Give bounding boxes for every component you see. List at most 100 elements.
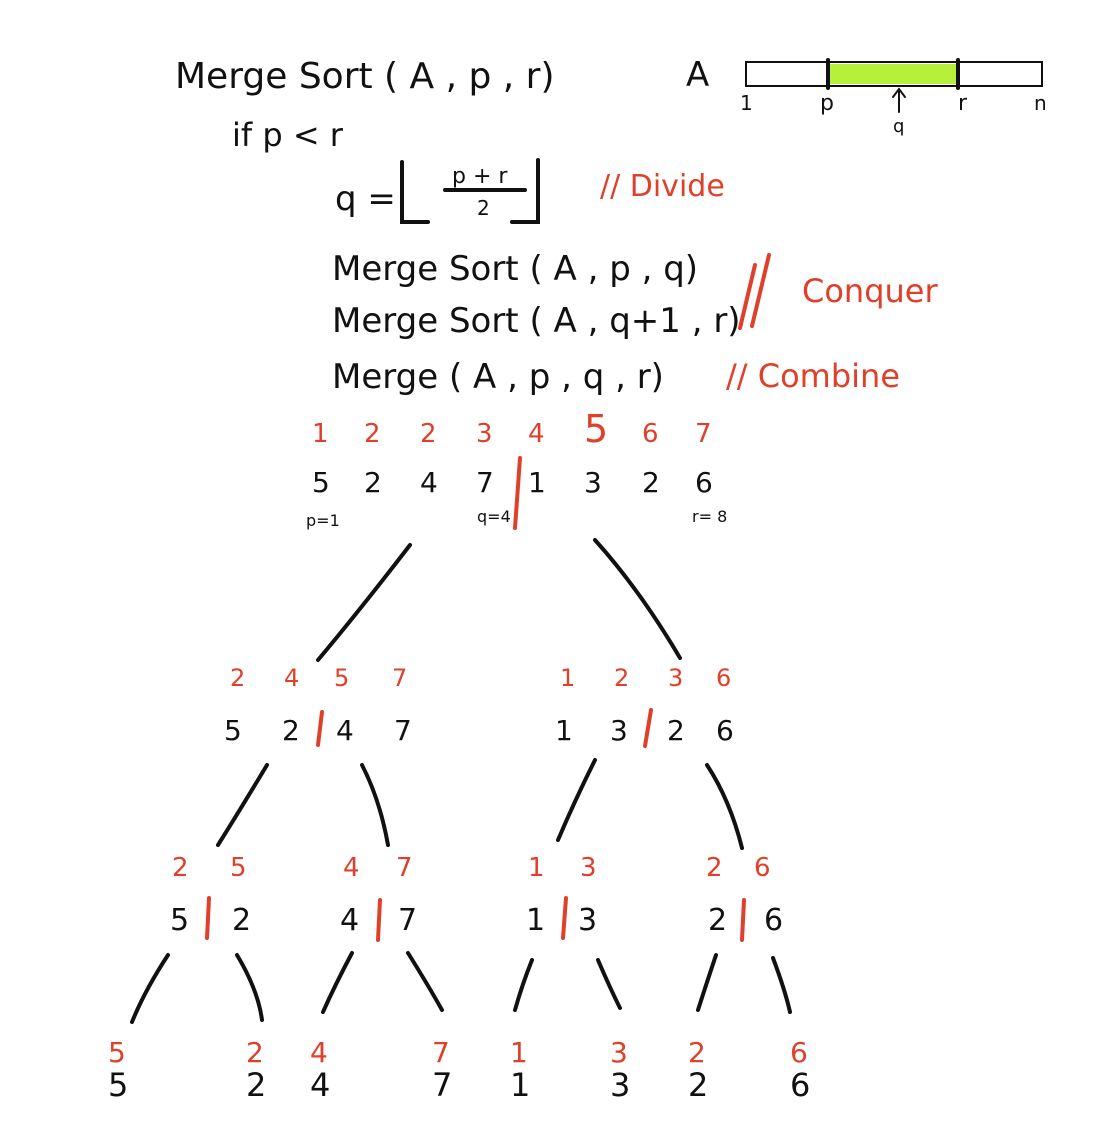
level1-sorted-value: 1 <box>560 664 575 692</box>
comment-divide: // Divide <box>600 169 725 204</box>
branch-root-right <box>593 538 682 660</box>
level1-sorted-value: 2 <box>614 664 629 692</box>
level1-sorted-value: 2 <box>230 664 245 692</box>
branch-l2-2a <box>321 951 354 1014</box>
level1-left-value: 1 <box>555 714 573 747</box>
root-sorted-value: 3 <box>476 419 493 449</box>
arrow-up-icon <box>892 87 906 113</box>
level1-sorted-value: 5 <box>334 664 349 692</box>
root-input-value: 7 <box>476 466 494 499</box>
array-highlight <box>828 64 958 84</box>
leaf-value: 2 <box>688 1066 708 1104</box>
level2-split-3 <box>561 896 568 940</box>
code-line-mergesort-header: Merge Sort ( A , p , r) <box>175 56 555 97</box>
branch-l2-3b <box>596 958 622 1010</box>
array-label-q: q <box>893 116 904 137</box>
leaf-value: 3 <box>610 1066 630 1104</box>
array-label-n: n <box>1034 91 1047 115</box>
level2-split-2 <box>376 898 382 942</box>
level1-right-value: 2 <box>667 714 685 747</box>
level1-left-value: 5 <box>224 714 242 747</box>
leaf-sorted-value: 4 <box>310 1036 328 1069</box>
branch-l1-left-a <box>216 763 269 847</box>
level2-sorted-value: 5 <box>230 853 247 883</box>
leaf-sorted-value: 6 <box>790 1036 808 1069</box>
level2-sorted-value: 3 <box>580 853 597 883</box>
leaf-sorted-value: 7 <box>432 1036 450 1069</box>
level2-sorted-value: 2 <box>706 853 723 883</box>
leaf-value: 4 <box>310 1066 330 1104</box>
code-line-q-lhs: q = <box>335 179 396 219</box>
root-input-value: 4 <box>420 466 438 499</box>
root-sorted-value: 2 <box>364 419 381 449</box>
branch-l2-4b <box>771 956 792 1014</box>
level2-left-value: 2 <box>708 903 727 938</box>
root-sorted-value: 7 <box>695 419 712 449</box>
level2-sorted-value: 2 <box>172 853 189 883</box>
level2-left-value: 4 <box>340 903 359 938</box>
level2-sorted-value: 6 <box>754 853 771 883</box>
branch-l2-3a <box>513 958 534 1012</box>
floor-bracket-left <box>400 160 430 224</box>
branch-l1-right-a <box>556 758 597 842</box>
code-line-merge: Merge ( A , p , q , r) <box>332 357 664 397</box>
code-line-q-numerator: p + r <box>452 164 508 189</box>
code-line-q-denominator: 2 <box>477 196 490 220</box>
array-label-1: 1 <box>740 91 753 115</box>
level2-right-value: 2 <box>232 903 251 938</box>
leaf-value: 6 <box>790 1066 810 1104</box>
code-line-mergesort-left: Merge Sort ( A , p , q) <box>332 249 698 289</box>
branch-root-left <box>316 543 412 662</box>
comment-combine: // Combine <box>726 357 900 395</box>
root-p-label: p=1 <box>306 511 340 530</box>
level1-right-value: 7 <box>394 714 412 747</box>
leaf-sorted-value: 2 <box>246 1036 264 1069</box>
level1-right-value: 4 <box>336 714 354 747</box>
leaf-value: 5 <box>108 1066 128 1104</box>
leaf-sorted-value: 1 <box>510 1036 528 1069</box>
branch-l2-2b <box>406 951 444 1012</box>
level2-sorted-value: 7 <box>396 853 413 883</box>
level1-sorted-value: 3 <box>668 664 683 692</box>
level2-split-1 <box>205 896 211 940</box>
branch-l1-right-b <box>705 763 744 850</box>
level2-left-value: 1 <box>526 903 545 938</box>
branch-l1-left-b <box>360 763 390 847</box>
leaf-value: 1 <box>510 1066 530 1104</box>
floor-bracket-right <box>510 158 540 224</box>
level1-left-split <box>316 710 324 747</box>
root-sorted-value: 5 <box>584 407 608 451</box>
level1-sorted-value: 7 <box>392 664 407 692</box>
level1-left-value: 3 <box>610 714 628 747</box>
root-sorted-value: 2 <box>420 419 437 449</box>
leaf-value: 2 <box>246 1066 266 1104</box>
level1-right-value: 6 <box>716 714 734 747</box>
root-input-value: 2 <box>642 466 660 499</box>
root-sorted-value: 4 <box>528 419 545 449</box>
level1-right-split <box>643 708 653 748</box>
code-line-mergesort-right: Merge Sort ( A , q+1 , r) <box>332 301 741 341</box>
leaf-sorted-value: 5 <box>108 1036 126 1069</box>
leaf-sorted-value: 2 <box>688 1036 706 1069</box>
array-name: A <box>686 55 709 95</box>
root-split-line <box>513 456 522 530</box>
level1-sorted-value: 4 <box>284 664 299 692</box>
level2-right-value: 7 <box>398 903 417 938</box>
root-input-value: 6 <box>695 466 713 499</box>
level1-sorted-value: 6 <box>716 664 731 692</box>
branch-l2-1b <box>235 953 264 1022</box>
level2-split-4 <box>740 898 746 942</box>
array-box <box>745 61 1043 87</box>
branch-l2-4a <box>696 953 718 1012</box>
root-sorted-value: 6 <box>642 419 659 449</box>
root-r-label: r= 8 <box>692 507 727 526</box>
branch-l2-1a <box>130 953 170 1024</box>
level2-sorted-value: 1 <box>528 853 545 883</box>
leaf-sorted-value: 3 <box>610 1036 628 1069</box>
array-label-r: r <box>958 91 968 116</box>
